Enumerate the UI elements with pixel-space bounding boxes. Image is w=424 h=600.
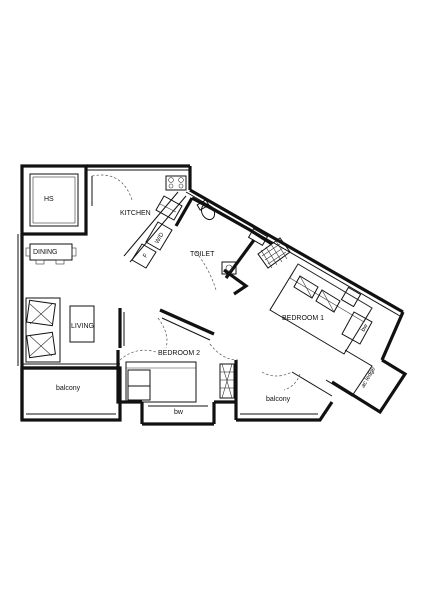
toilet-room bbox=[174, 196, 273, 296]
kitchen-fittings bbox=[91, 174, 187, 269]
label-ac-ledge: ac ledge bbox=[361, 366, 378, 389]
balconies bbox=[20, 366, 334, 422]
hs-room bbox=[20, 164, 88, 236]
label-hs: HS bbox=[44, 196, 54, 203]
label-kitchen: KITCHEN bbox=[120, 210, 151, 217]
label-wd: W/D bbox=[155, 231, 166, 245]
label-bw-bottom: bw bbox=[174, 409, 184, 416]
label-living: LIVING bbox=[71, 323, 94, 330]
label-bedroom2: BEDROOM 2 bbox=[158, 350, 200, 357]
bedroom2-room bbox=[116, 308, 239, 426]
label-dining: DINING bbox=[33, 249, 58, 256]
label-bw-right: bw bbox=[361, 323, 370, 333]
label-toilet: TOILET bbox=[190, 251, 215, 258]
label-balcony-left: balcony bbox=[56, 385, 81, 392]
label-balcony-right: balcony bbox=[266, 396, 291, 403]
bedroom1-furniture bbox=[257, 237, 373, 377]
label-bedroom1: BEDROOM 1 bbox=[282, 315, 324, 322]
label-fridge: F bbox=[143, 253, 150, 259]
living-dining-furniture bbox=[22, 243, 125, 370]
